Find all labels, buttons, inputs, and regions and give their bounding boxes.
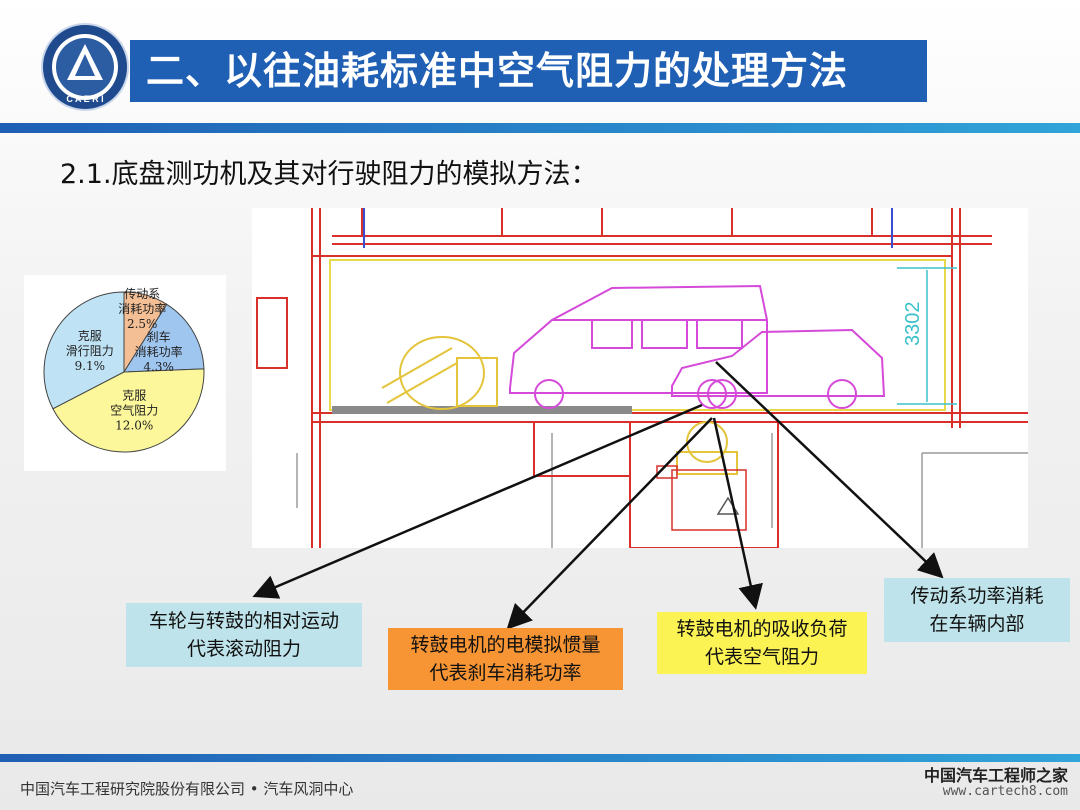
callout-rolling-resistance: 车轮与转鼓的相对运动 代表滚动阻力 <box>126 603 362 667</box>
callout-air-resistance: 转鼓电机的吸收负荷 代表空气阻力 <box>657 612 867 674</box>
chassis-dyno-diagram: 3302 <box>252 208 1028 548</box>
pie-slice <box>52 368 205 453</box>
dyno-motor <box>656 465 747 531</box>
callout-line: 传动系功率消耗 <box>910 585 1044 607</box>
footer-divider <box>0 754 1080 762</box>
test-chamber <box>329 259 946 411</box>
pie-value-label: 12.0% <box>115 419 153 433</box>
pie-value-label: 2.5% <box>127 317 158 331</box>
pie-value-label: 9.1% <box>75 359 106 373</box>
pie-slice <box>123 303 205 373</box>
pie-chart: 克服滑行阻力9.1%传动系消耗功率2.5%刹车消耗功率4.3%克服空气阻力12.… <box>43 286 205 453</box>
dyno-drawing: 3302 <box>256 208 1028 548</box>
logo-text: C A E R I <box>66 94 103 104</box>
pie-value-label: 4.3% <box>143 360 174 374</box>
chamber-floor <box>332 406 632 414</box>
section-subtitle: 2.1.底盘测功机及其对行驶阻力的模拟方法： <box>60 159 598 190</box>
header-divider <box>0 123 1080 133</box>
wind-fan <box>381 336 498 410</box>
dyno-drum <box>676 421 738 475</box>
callout-line: 转鼓电机的电模拟惯量 <box>410 634 601 656</box>
pie-category-label: 刹车 <box>147 329 171 344</box>
car-outline <box>671 328 886 409</box>
watermark-title: 中国汽车工程师之家 <box>923 766 1068 785</box>
watermark-url: www.cartech8.com <box>942 784 1068 799</box>
pie-category-label: 传动系 <box>124 286 160 301</box>
callout-brake-power: 转鼓电机的电模拟惯量 代表刹车消耗功率 <box>388 628 623 690</box>
callout-line: 代表刹车消耗功率 <box>429 662 582 684</box>
callout-line: 车轮与转鼓的相对运动 <box>148 610 339 632</box>
callout-line: 代表空气阻力 <box>704 646 819 668</box>
van-outline <box>509 284 768 409</box>
warning-icon <box>716 496 740 515</box>
pie-category-label: 滑行阻力 <box>66 344 114 358</box>
pie-category-label: 克服 <box>78 329 102 343</box>
callout-line: 在车辆内部 <box>929 613 1025 635</box>
footer-text: 中国汽车工程研究院股份有限公司 • 汽车风洞中心 <box>20 780 354 798</box>
pie-category-label: 消耗功率 <box>118 301 166 316</box>
foundation-lines <box>296 433 1028 548</box>
pie-category-label: 空气阻力 <box>110 403 158 418</box>
pie-category-label: 克服 <box>122 389 146 403</box>
blue-supports <box>363 208 893 248</box>
page-title: 二、以往油耗标准中空气阻力的处理方法 <box>130 40 927 102</box>
callout-line: 转鼓电机的吸收负荷 <box>676 618 848 640</box>
caeri-logo: C A E R I <box>41 23 129 111</box>
height-dimension-label: 3302 <box>902 302 924 347</box>
callout-drivetrain: 传动系功率消耗 在车辆内部 <box>884 578 1070 642</box>
callout-line: 代表滚动阻力 <box>186 638 301 660</box>
pie-slice <box>43 291 125 410</box>
pit-duct <box>533 422 630 477</box>
pie-category-label: 消耗功率 <box>135 344 183 359</box>
